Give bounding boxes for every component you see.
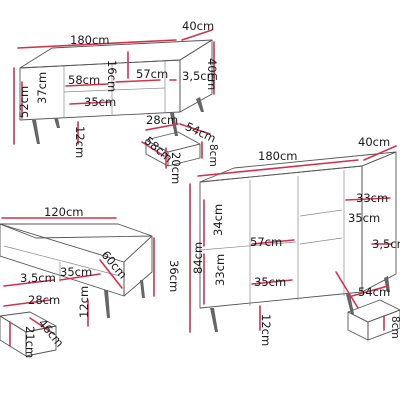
tv-stand-shelf-left-label: 58cm [68, 73, 100, 87]
coffee-table-dimensions [1, 217, 155, 327]
tv-drawer-depth-label: 54cm [183, 119, 218, 145]
sideboard-drawer-labels: 54cm 8cm [358, 285, 400, 339]
sideboard-labels: 180cm 40cm 84cm 34cm 33cm 57cm 35cm 33cm… [191, 135, 400, 346]
tv-stand-depth-label: 40cm [182, 19, 214, 33]
coffee-table-width-label: 120cm [44, 205, 83, 219]
tv-stand-drawer-drawing [141, 123, 211, 169]
sideboard-drawer-width-label: 54cm [358, 285, 390, 299]
coffee-table-drawer-drawing [0, 299, 57, 357]
sideboard-height-label: 84cm [191, 242, 205, 274]
tv-stand-shelf-gap-label: 16cm [105, 60, 119, 92]
coffee-drawer-height-label: 21cm [23, 326, 37, 358]
sideboard-shelf-width-label: 57cm [250, 235, 282, 249]
tv-drawer-inner-height-label: 20cm [169, 152, 183, 184]
sideboard-lower-height-label: 33cm [213, 254, 227, 286]
tv-stand-drawing [19, 39, 213, 144]
sideboard-right-shelf-depth-label: 35cm [348, 211, 380, 225]
coffee-table-drawing [0, 223, 153, 318]
sideboard-drawer-drawing [335, 271, 400, 341]
tv-stand-shelf-center-label: 57cm [136, 67, 168, 81]
tv-stand-width-label: 180cm [70, 33, 109, 47]
tv-stand-dimensions [13, 29, 215, 145]
sideboard-drawing [199, 151, 397, 332]
sideboard-side-gap-label: 3,5cm [372, 237, 400, 251]
tv-stand-height-label: 52cm [17, 86, 31, 118]
tv-stand-labels: 180cm 40cm 40cm 52cm 37cm 58cm 57cm 16cm… [17, 19, 219, 158]
sideboard-compartment-height-label: 34cm [211, 204, 225, 236]
tv-stand-side-gap-label: 3,5cm [182, 69, 218, 83]
sideboard-shelf-depth-label: 35cm [254, 275, 286, 289]
coffee-table-shelf-depth-label: 35cm [60, 265, 92, 279]
sideboard-right-shelf-width-label: 33cm [356, 191, 388, 205]
coffee-drawer-depth-label: 46cm [35, 316, 66, 350]
coffee-table-leg-height-label: 12cm [77, 286, 91, 318]
tv-stand-leg-height-label: 12cm [73, 126, 87, 158]
coffee-table-height-label: 36cm [167, 260, 181, 292]
sideboard-width-label: 180cm [258, 149, 297, 163]
coffee-table-side-gap-label: 3,5cm [20, 271, 56, 285]
tv-drawer-height-label: 8cm [207, 144, 219, 167]
tv-drawer-width-label: 28cm [146, 113, 178, 127]
coffee-drawer-width-label: 28cm [28, 293, 60, 307]
coffee-table-drawer-labels: 28cm 21cm 46cm [23, 293, 67, 358]
tv-stand-shelf-depth-label: 35cm [84, 95, 116, 109]
tv-stand-height-side-label: 40cm [205, 58, 219, 90]
sideboard-dimensions [189, 145, 397, 333]
tv-stand-inner-height-label: 37cm [35, 72, 49, 104]
sideboard-leg-height-label: 12cm [259, 314, 273, 346]
sideboard-drawer-height-label: 8cm [389, 316, 400, 339]
sideboard-depth-label: 40cm [358, 135, 390, 149]
